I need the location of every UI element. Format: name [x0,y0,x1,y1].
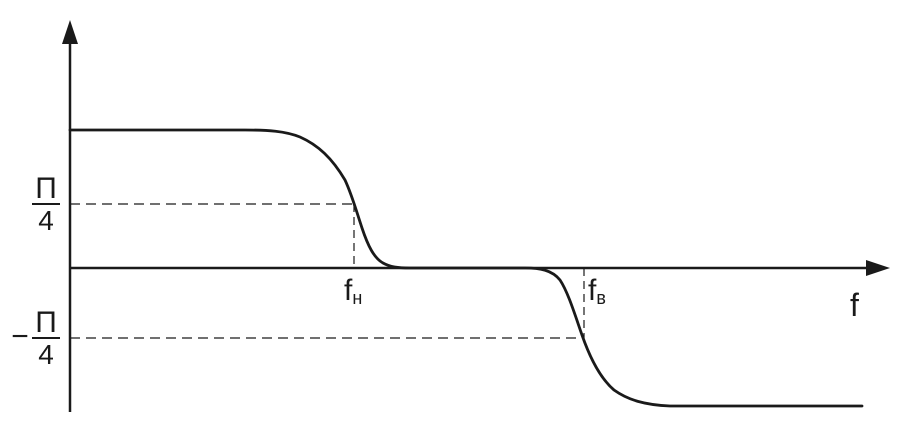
y-tick-pos-denominator: 4 [38,205,54,236]
y-tick-neg-numerator: П [35,306,57,339]
x-axis-arrowhead [866,260,890,276]
phase-curve [68,128,864,408]
f-low-base: f [344,274,353,307]
f-low-subscript: н [352,288,362,308]
f-low-label: fн [344,274,362,308]
f-high-base: f [588,274,597,307]
y-axis-arrowhead [62,20,78,44]
f-high-label: fв [588,274,606,308]
f-high-subscript: в [596,288,606,308]
y-tick-neg-sign: − [11,320,29,353]
y-tick-neg-denominator: 4 [38,339,54,370]
y-tick-pos-numerator: П [35,172,57,205]
x-axis-label: f [850,287,859,323]
